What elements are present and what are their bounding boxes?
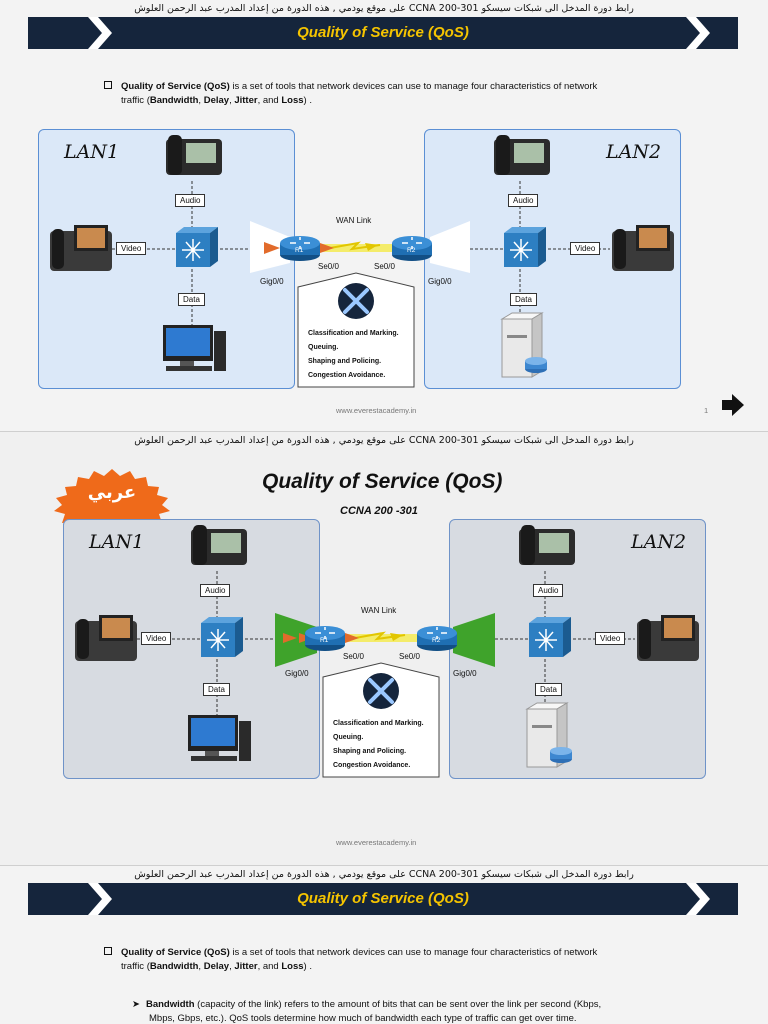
r1-label: R1 bbox=[320, 637, 329, 644]
title-banner: Quality of Service (QoS) bbox=[28, 17, 738, 49]
r2-label: R2 bbox=[432, 637, 441, 644]
se-right-label: Se0/0 bbox=[399, 652, 420, 661]
video-label-lan2: Video bbox=[595, 632, 626, 645]
router-r2-icon bbox=[417, 626, 457, 651]
audio-label-lan2: Audio bbox=[533, 584, 564, 597]
arrow-right-icon[interactable] bbox=[722, 394, 746, 416]
arabic-header: رابط دورة المدخل الى شبكات سيسكو CCNA 20… bbox=[134, 869, 634, 880]
network-diagram-2: LAN1 LAN2 bbox=[25, 515, 768, 785]
slide-2: رابط دورة المدخل الى شبكات سيسكو CCNA 20… bbox=[0, 432, 768, 866]
tool-item: Shaping and Policing. bbox=[308, 358, 382, 365]
qos-tools-list: Classification and Marking. Queuing. Sha… bbox=[333, 717, 424, 773]
video-label-lan1: Video bbox=[141, 632, 172, 645]
wan-link-label: WAN Link bbox=[361, 606, 397, 615]
switch-lan2-icon bbox=[529, 617, 571, 657]
slide2-subtitle: CCNA 200 -301 bbox=[340, 505, 418, 517]
diagram-graphics bbox=[75, 525, 699, 778]
tool-item: Queuing. bbox=[333, 734, 364, 741]
arabic-badge: عربي bbox=[87, 482, 137, 503]
chevron-right-icon bbox=[686, 883, 710, 915]
tools-icon bbox=[363, 673, 399, 709]
data-label-lan2: Data bbox=[535, 683, 562, 696]
lan2-label: LAN2 bbox=[606, 141, 662, 163]
tools-house-shape bbox=[322, 662, 440, 778]
ip-phone-lan1-icon bbox=[166, 135, 222, 175]
lan2-label: LAN2 bbox=[631, 531, 687, 553]
se-left-label: Se0/0 bbox=[343, 652, 364, 661]
tool-item: Shaping and Policing. bbox=[333, 748, 407, 755]
tool-item: Classification and Marking. bbox=[333, 720, 424, 727]
r1-label: R1 bbox=[295, 247, 304, 254]
network-diagram-1: LAN1 LAN2 bbox=[0, 125, 768, 395]
tool-item: Queuing. bbox=[308, 344, 339, 351]
ip-phone-lan2-icon bbox=[519, 525, 575, 565]
tool-item: Congestion Avoidance. bbox=[308, 372, 386, 379]
slide-1: رابط دورة المدخل الى شبكات سيسكو CCNA 20… bbox=[0, 0, 768, 432]
r2-label: R2 bbox=[407, 247, 416, 254]
switch-lan2-icon bbox=[504, 227, 546, 267]
server-icon bbox=[500, 312, 547, 378]
tools-icon bbox=[338, 283, 374, 319]
slide-title: Quality of Service (QoS) bbox=[297, 24, 469, 41]
gig-right-label: Gig0/0 bbox=[428, 277, 452, 286]
slide-title: Quality of Service (QoS) bbox=[297, 890, 469, 907]
data-label-lan2: Data bbox=[510, 293, 537, 306]
video-phone-lan2-icon bbox=[637, 615, 699, 661]
tool-item: Congestion Avoidance. bbox=[333, 762, 411, 769]
tool-item: Classification and Marking. bbox=[308, 330, 399, 337]
site-url: www.everestacademy.in bbox=[336, 838, 417, 847]
switch-lan1-icon bbox=[201, 617, 243, 657]
chevron-left-icon bbox=[88, 17, 112, 49]
gig-left-label: Gig0/0 bbox=[260, 277, 284, 286]
gig-right-label: Gig0/0 bbox=[453, 669, 477, 678]
arabic-badge-shape bbox=[54, 469, 170, 528]
qos-wedge-left bbox=[275, 613, 317, 667]
video-label-lan2: Video bbox=[570, 242, 601, 255]
gig-left-label: Gig0/0 bbox=[285, 669, 309, 678]
qos-wedge-right bbox=[430, 221, 470, 273]
se-left-label: Se0/0 bbox=[318, 262, 339, 271]
se-right-label: Se0/0 bbox=[374, 262, 395, 271]
router-r1-icon bbox=[305, 626, 345, 651]
title-banner: Quality of Service (QoS) bbox=[28, 883, 738, 915]
audio-label-lan1: Audio bbox=[175, 194, 206, 207]
data-label-lan1: Data bbox=[203, 683, 230, 696]
lan1-label: LAN1 bbox=[89, 531, 145, 553]
qos-tools-list: Classification and Marking. Queuing. Sha… bbox=[308, 327, 399, 383]
audio-label-lan2: Audio bbox=[508, 194, 539, 207]
switch-lan1-icon bbox=[176, 227, 218, 267]
intro-bullet: Quality of Service (QoS) is a set of too… bbox=[104, 946, 664, 974]
arabic-header: رابط دورة المدخل الى شبكات سيسكو CCNA 20… bbox=[134, 3, 634, 14]
pc-icon bbox=[188, 715, 251, 761]
audio-label-lan1: Audio bbox=[200, 584, 231, 597]
site-url: www.everestacademy.in bbox=[336, 406, 417, 415]
video-phone-lan1-icon bbox=[50, 225, 112, 271]
chevron-left-icon bbox=[88, 883, 112, 915]
video-label-lan1: Video bbox=[116, 242, 147, 255]
server-icon bbox=[525, 702, 572, 768]
bandwidth-bullet: ➤Bandwidth (capacity of the link) refers… bbox=[132, 999, 602, 1024]
router-r2-icon bbox=[392, 236, 432, 261]
ip-phone-lan1-icon bbox=[191, 525, 247, 565]
pc-icon bbox=[163, 325, 226, 371]
slide-3: رابط دورة المدخل الى شبكات سيسكو CCNA 20… bbox=[0, 866, 768, 1024]
ip-phone-lan2-icon bbox=[494, 135, 550, 175]
page-number: 1 bbox=[704, 406, 709, 415]
lan1-label: LAN1 bbox=[64, 141, 120, 163]
wan-link-label: WAN Link bbox=[336, 216, 372, 225]
diagram-graphics bbox=[50, 135, 674, 388]
checkbox-bullet-icon bbox=[104, 947, 112, 955]
arabic-header: رابط دورة المدخل الى شبكات سيسكو CCNA 20… bbox=[134, 435, 634, 446]
tools-house-shape bbox=[297, 272, 415, 388]
data-label-lan1: Data bbox=[178, 293, 205, 306]
qos-wedge-right bbox=[453, 613, 495, 667]
video-phone-lan2-icon bbox=[612, 225, 674, 271]
chevron-right-icon bbox=[686, 17, 710, 49]
slide2-title: Quality of Service (QoS) bbox=[262, 470, 503, 493]
checkbox-bullet-icon bbox=[104, 81, 112, 89]
router-r1-icon bbox=[280, 236, 320, 261]
arrow-bullet-icon: ➤ bbox=[132, 999, 140, 1010]
intro-bullet: Quality of Service (QoS) is a set of too… bbox=[104, 80, 664, 108]
video-phone-lan1-icon bbox=[75, 615, 137, 661]
